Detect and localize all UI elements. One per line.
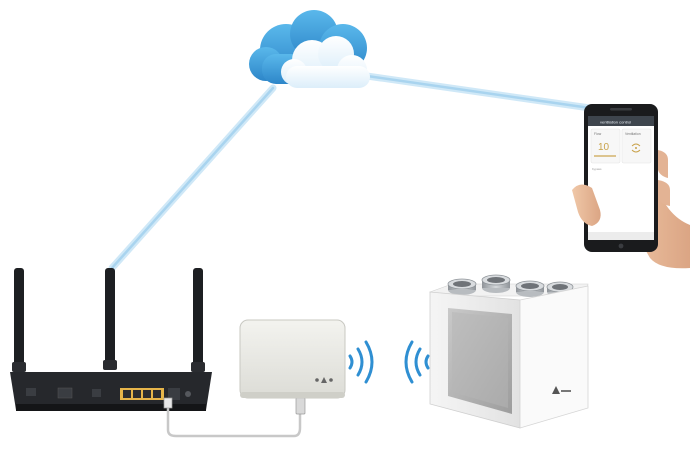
- card-left-value: 10: [598, 142, 610, 153]
- logo-icon: [552, 386, 571, 394]
- smartphone-icon: ventilation control Flow 10 Ventilation …: [572, 104, 690, 269]
- ethernet-cable: [163, 397, 306, 438]
- wifi-signal-icon: [348, 340, 374, 384]
- cloud-icon: [249, 10, 370, 88]
- ventilation-unit-icon: [428, 274, 589, 429]
- card-right-label: Ventilation: [625, 132, 641, 136]
- wifi-gateway-icon: [239, 319, 346, 399]
- fan-icon: [631, 143, 641, 153]
- cloud-to-phone-link: [356, 71, 594, 112]
- status-line: bypass: [592, 167, 602, 171]
- wifi-signal-icon: [404, 340, 430, 384]
- app-title: ventilation control: [600, 120, 631, 125]
- cloud-to-router-link: [108, 84, 277, 272]
- card-left-label: Flow: [594, 132, 602, 136]
- router-icon: [10, 268, 212, 411]
